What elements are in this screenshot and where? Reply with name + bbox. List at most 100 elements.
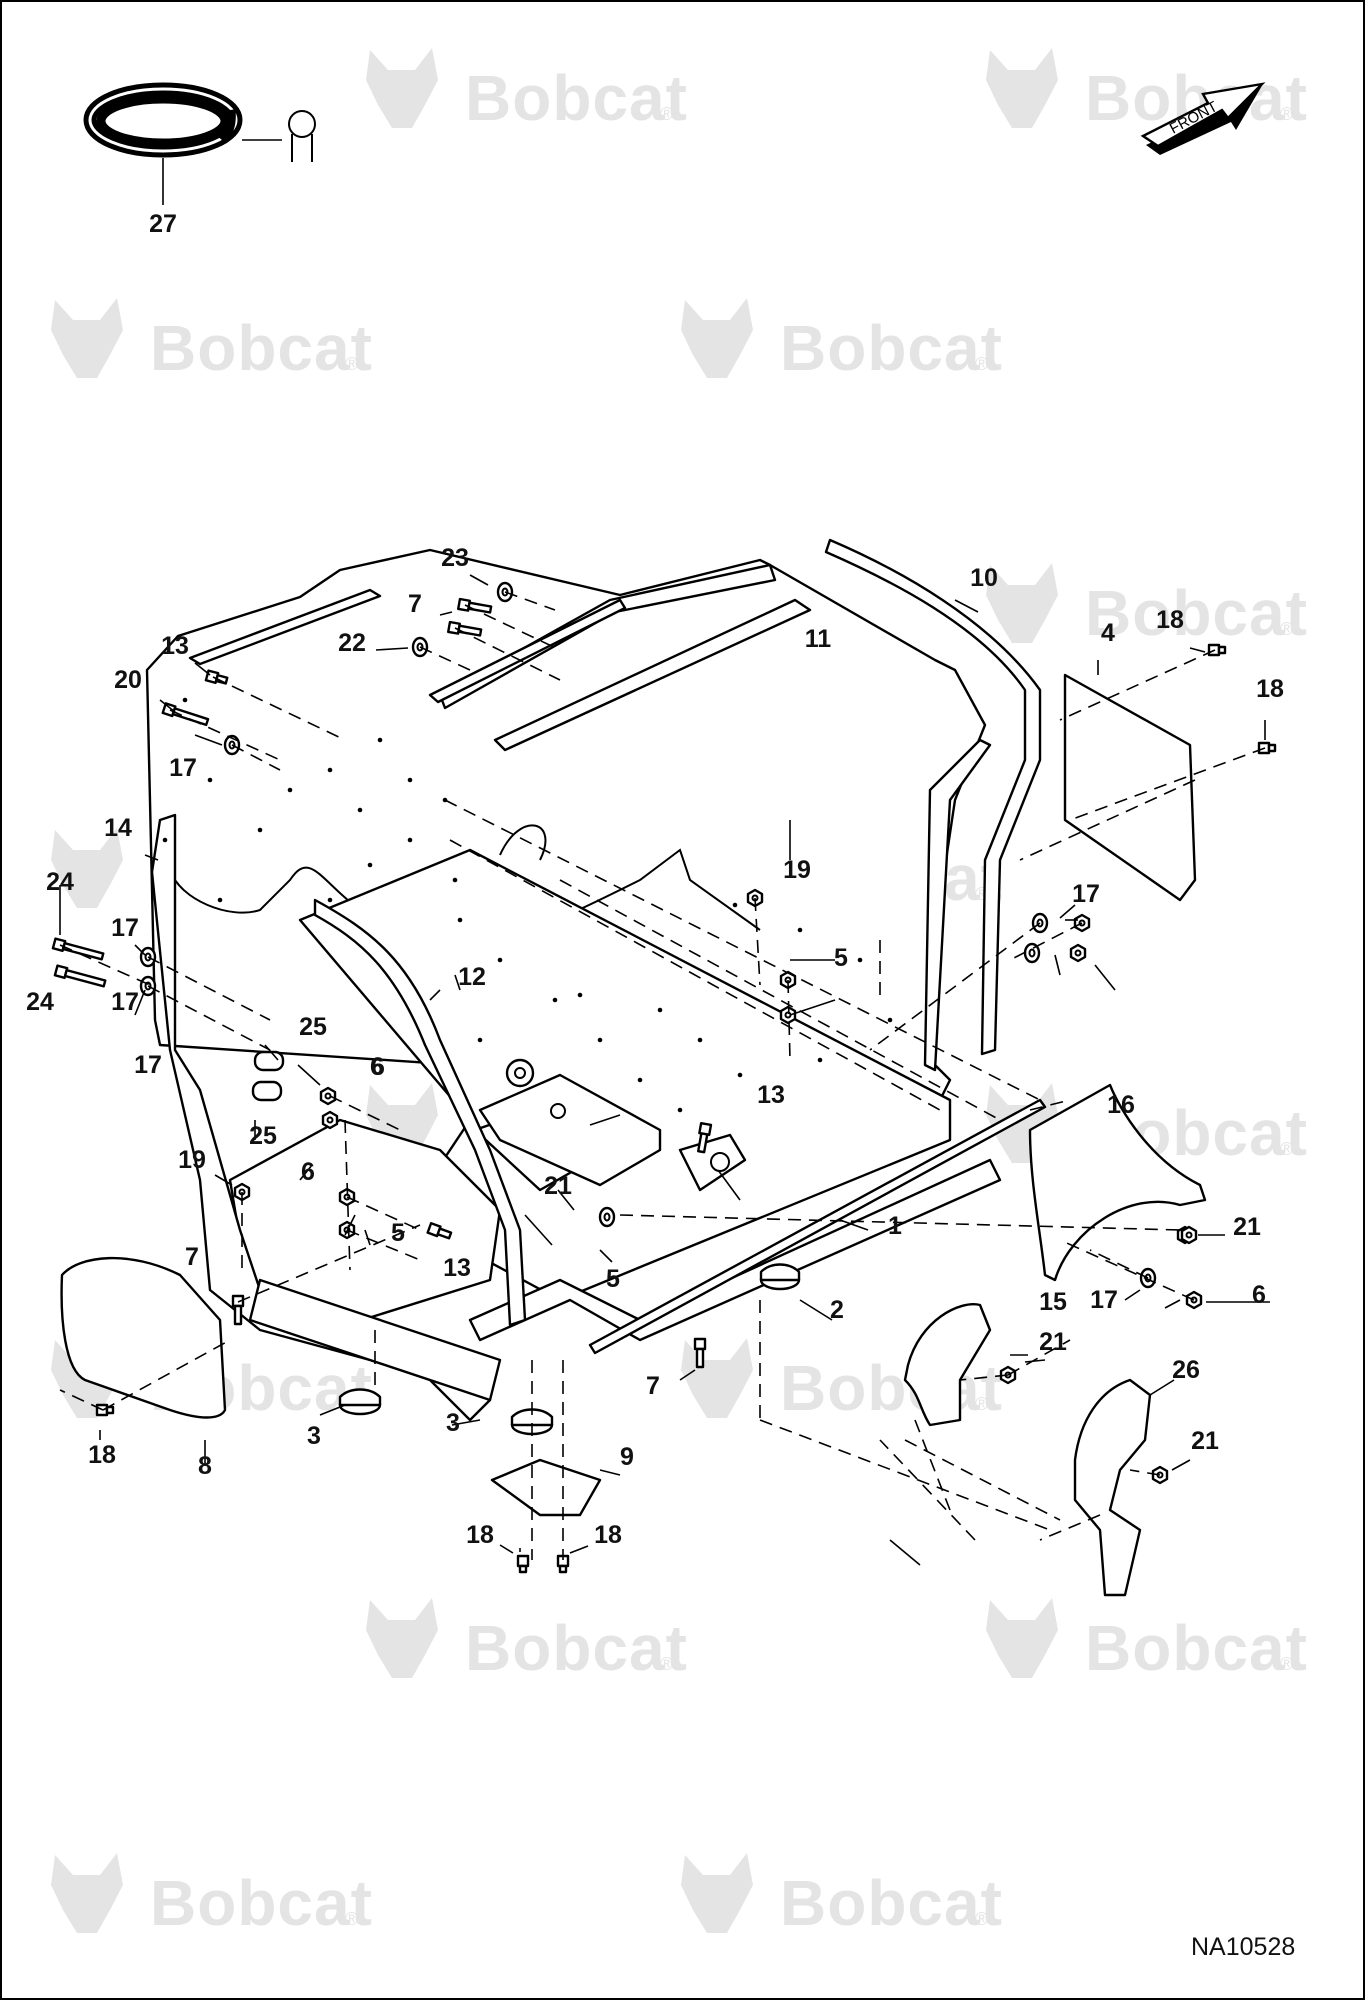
part-callout-number: 19 — [783, 856, 811, 884]
watermark-registered-mark: ® — [975, 1909, 988, 1929]
seal-strip-10-part — [824, 538, 1042, 1056]
bobcat-watermark-logo: Bobcat® — [681, 298, 1003, 384]
cover-plate-9-part — [490, 1458, 602, 1517]
seal-strip-11-part — [493, 598, 812, 752]
bobcat-watermark-logo: Bobcat® — [681, 1853, 1003, 1939]
part-callout-number: 5 — [391, 1219, 405, 1247]
part-callout-number: 22 — [338, 629, 366, 657]
part-callout-number: 17 — [1090, 1286, 1118, 1314]
rubber-mount-parts — [338, 1263, 801, 1436]
guard-15-part — [903, 1303, 992, 1427]
part-callout-number: 24 — [26, 988, 54, 1016]
part-callout-number: 7 — [408, 590, 422, 618]
part-callout-number: 3 — [446, 1409, 460, 1437]
watermark-brand-text: Bobcat — [150, 312, 373, 384]
watermark-registered-mark: ® — [660, 1654, 673, 1674]
part-callout-number: 15 — [1039, 1288, 1067, 1316]
part-callout-number: 10 — [970, 564, 998, 592]
part-callout-number: 20 — [114, 666, 142, 694]
watermark-brand-text: Bobcat — [465, 1612, 688, 1684]
bracket-16-part — [1028, 1083, 1207, 1282]
part-callout-number: 18 — [466, 1521, 494, 1549]
watermark-registered-mark: ® — [345, 354, 358, 374]
part-callout-number: 13 — [443, 1254, 471, 1282]
front-arrow-icon: FRONT — [1140, 82, 1266, 155]
bobcat-watermark-logo: Bobcat® — [366, 1598, 688, 1684]
part-callout-number: 17 — [111, 914, 139, 942]
part-callout-number: 5 — [834, 944, 848, 972]
part-callout-number: 4 — [1101, 619, 1115, 647]
watermark-brand-text: Bobcat — [1085, 577, 1308, 649]
watermark-registered-mark: ® — [660, 104, 673, 124]
part-callout-number: 6 — [301, 1158, 315, 1186]
leader-lines — [59, 574, 1270, 1566]
part-callout-number: 25 — [249, 1122, 277, 1150]
seal-strip-12-part — [313, 898, 527, 1327]
bobcat-watermark-logo: Bobcat® — [986, 563, 1308, 649]
watermark-registered-mark: ® — [1280, 104, 1293, 124]
watermark-brand-text: Bobcat — [780, 1867, 1003, 1939]
assembly-lines — [59, 591, 1266, 1560]
part-callout-number: 8 — [198, 1452, 212, 1480]
part-callout-number: 21 — [1233, 1213, 1261, 1241]
part-callout-number: 18 — [594, 1521, 622, 1549]
watermark-brand-text: Bobcat — [780, 312, 1003, 384]
part-callout-number: 9 — [620, 1443, 634, 1471]
watermark-registered-mark: ® — [1280, 619, 1293, 639]
drawing-id-label: NA10528 — [1191, 1933, 1295, 1961]
part-callout-number: 2 — [830, 1296, 844, 1324]
part-callout-number: 11 — [805, 625, 832, 653]
watermark-brand-text: Bobcat — [465, 62, 688, 134]
part-callout-number: 23 — [441, 544, 469, 572]
part-callout-number: 21 — [1039, 1328, 1067, 1356]
watermark-registered-mark: ® — [345, 1909, 358, 1929]
part-callout-number: 25 — [299, 1013, 327, 1041]
part-callout-number: 17 — [134, 1051, 162, 1079]
cover-plate-8-part — [60, 1256, 227, 1419]
part-callout-number: 6 — [371, 1053, 385, 1081]
part-callout-number: 7 — [646, 1372, 660, 1400]
bobcat-watermark-logo: Bobcat® — [986, 1598, 1308, 1684]
watermark-registered-mark: ® — [975, 354, 988, 374]
part-callout-number: 26 — [1172, 1356, 1200, 1384]
part-callout-number: 12 — [458, 963, 486, 991]
watermark-brand-text: Bobcat — [150, 1867, 373, 1939]
part-callout-number: 14 — [104, 814, 132, 842]
part-callout-number: 1 — [888, 1212, 902, 1240]
part-callout-number: 5 — [606, 1265, 620, 1293]
part-callout-number: 16 — [1107, 1091, 1135, 1119]
guard-26-part — [1073, 1378, 1152, 1597]
part-callout-number: 18 — [1156, 606, 1184, 634]
bobcat-watermark-logo: Bobcat® — [986, 48, 1307, 134]
part-callout-number: 19 — [178, 1146, 206, 1174]
part-callout-number: 6 — [370, 1053, 384, 1081]
part-callout-number: 27 — [149, 210, 177, 238]
bobcat-watermark-logo: Bobcat® — [366, 48, 688, 134]
part-callout-number: 3 — [307, 1422, 321, 1450]
hose-coil-part — [83, 82, 316, 205]
watermark-registered-mark: ® — [975, 1394, 988, 1414]
cover-plate-4-part — [1063, 673, 1197, 902]
main-frame-part — [145, 548, 1002, 1422]
bobcat-watermark-logo: Bobcat® — [51, 1853, 373, 1939]
part-callout-number: 18 — [88, 1441, 116, 1469]
trim-strip-1-part — [588, 1098, 1047, 1355]
part-callout-number: 17 — [169, 754, 197, 782]
watermark-brand-text: Bobcat — [1085, 1612, 1308, 1684]
part-callout-number: 21 — [1191, 1427, 1219, 1455]
watermark-registered-mark: ® — [1280, 1654, 1293, 1674]
part-callout-number: 13 — [161, 632, 189, 660]
part-callout-number: 18 — [1256, 675, 1284, 703]
part-callout-number: 6 — [1252, 1281, 1266, 1309]
part-callout-number: 17 — [1072, 880, 1100, 908]
part-callout-number: 17 — [111, 988, 139, 1016]
part-callout-number: 24 — [46, 868, 74, 896]
part-callout-number: 13 — [757, 1081, 785, 1109]
part-callout-number: 21 — [544, 1172, 572, 1200]
bobcat-watermark-logo: Bobcat® — [51, 298, 373, 384]
watermark-registered-mark: ® — [1280, 1139, 1293, 1159]
